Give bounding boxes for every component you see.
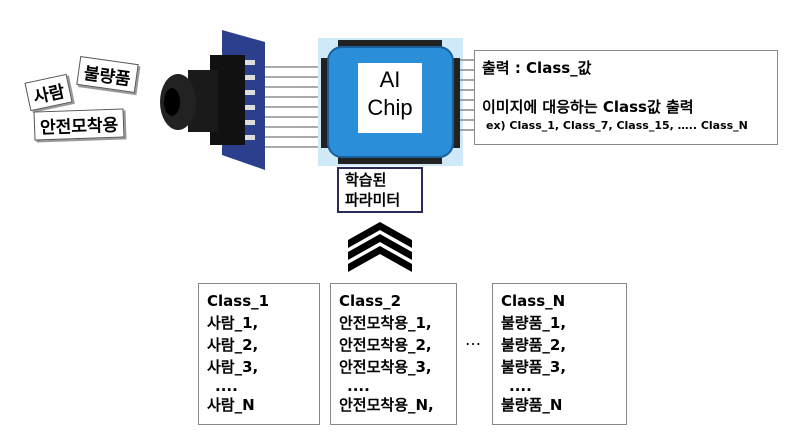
output-pins (460, 59, 476, 131)
class-line: Class_2 (339, 292, 402, 310)
class-box-2: Class_2 안전모착용_1, 안전모착용_2, 안전모착용_3, .... … (330, 283, 457, 425)
class-box-1: Class_1 사람_1, 사람_2, 사람_3, .... 사람_N (198, 283, 320, 425)
class-line: 불량품_2, (501, 336, 567, 354)
class-line: 안전모착용_N, (339, 396, 434, 414)
label-helmet: 안전모착용 (33, 108, 125, 141)
class-line: .... (347, 377, 370, 395)
up-chevrons-icon (348, 222, 412, 272)
class-line: 사람_2, (207, 336, 259, 354)
chip-label-line1: AI (379, 67, 401, 92)
camera-module-icon (160, 30, 320, 170)
class-box-n: Class_N 불량품_1, 불량품_2, 불량품_3, .... 불량품_N (492, 283, 627, 425)
params-line1: 학습된 (345, 171, 387, 189)
class-line: .... (509, 377, 532, 395)
class-line: 사람_3, (207, 358, 259, 376)
class-line: 안전모착용_2, (339, 336, 432, 354)
ai-chip-icon (318, 38, 463, 166)
chip-label-line2: Chip (367, 95, 413, 120)
trained-parameters-box: 학습된 파라미터 (337, 167, 423, 213)
ellipsis: … (465, 330, 481, 349)
label-person: 사람 (24, 73, 73, 112)
label-defective: 불량품 (76, 56, 139, 93)
chip-label: AI Chip (358, 66, 422, 122)
class-line: Class_N (501, 292, 566, 310)
output-desc: 이미지에 대응하는 Class값 출력 (482, 98, 694, 116)
output-example: ex) Class_1, Class_7, Class_15, ….. Clas… (486, 119, 748, 132)
class-line: 안전모착용_1, (339, 314, 432, 332)
params-line2: 파라미터 (345, 191, 401, 209)
output-title: 출력 : Class_값 (482, 59, 592, 77)
class-line: 불량품_1, (501, 314, 567, 332)
class-line: Class_1 (207, 292, 270, 310)
class-line: 불량품_N (501, 396, 563, 414)
class-line: .... (215, 377, 238, 395)
class-line: 안전모착용_3, (339, 358, 432, 376)
class-line: 사람_N (207, 396, 255, 414)
output-box: 출력 : Class_값 이미지에 대응하는 Class값 출력 ex) Cla… (474, 50, 778, 145)
class-line: 사람_1, (207, 314, 259, 332)
class-line: 불량품_3, (501, 358, 567, 376)
